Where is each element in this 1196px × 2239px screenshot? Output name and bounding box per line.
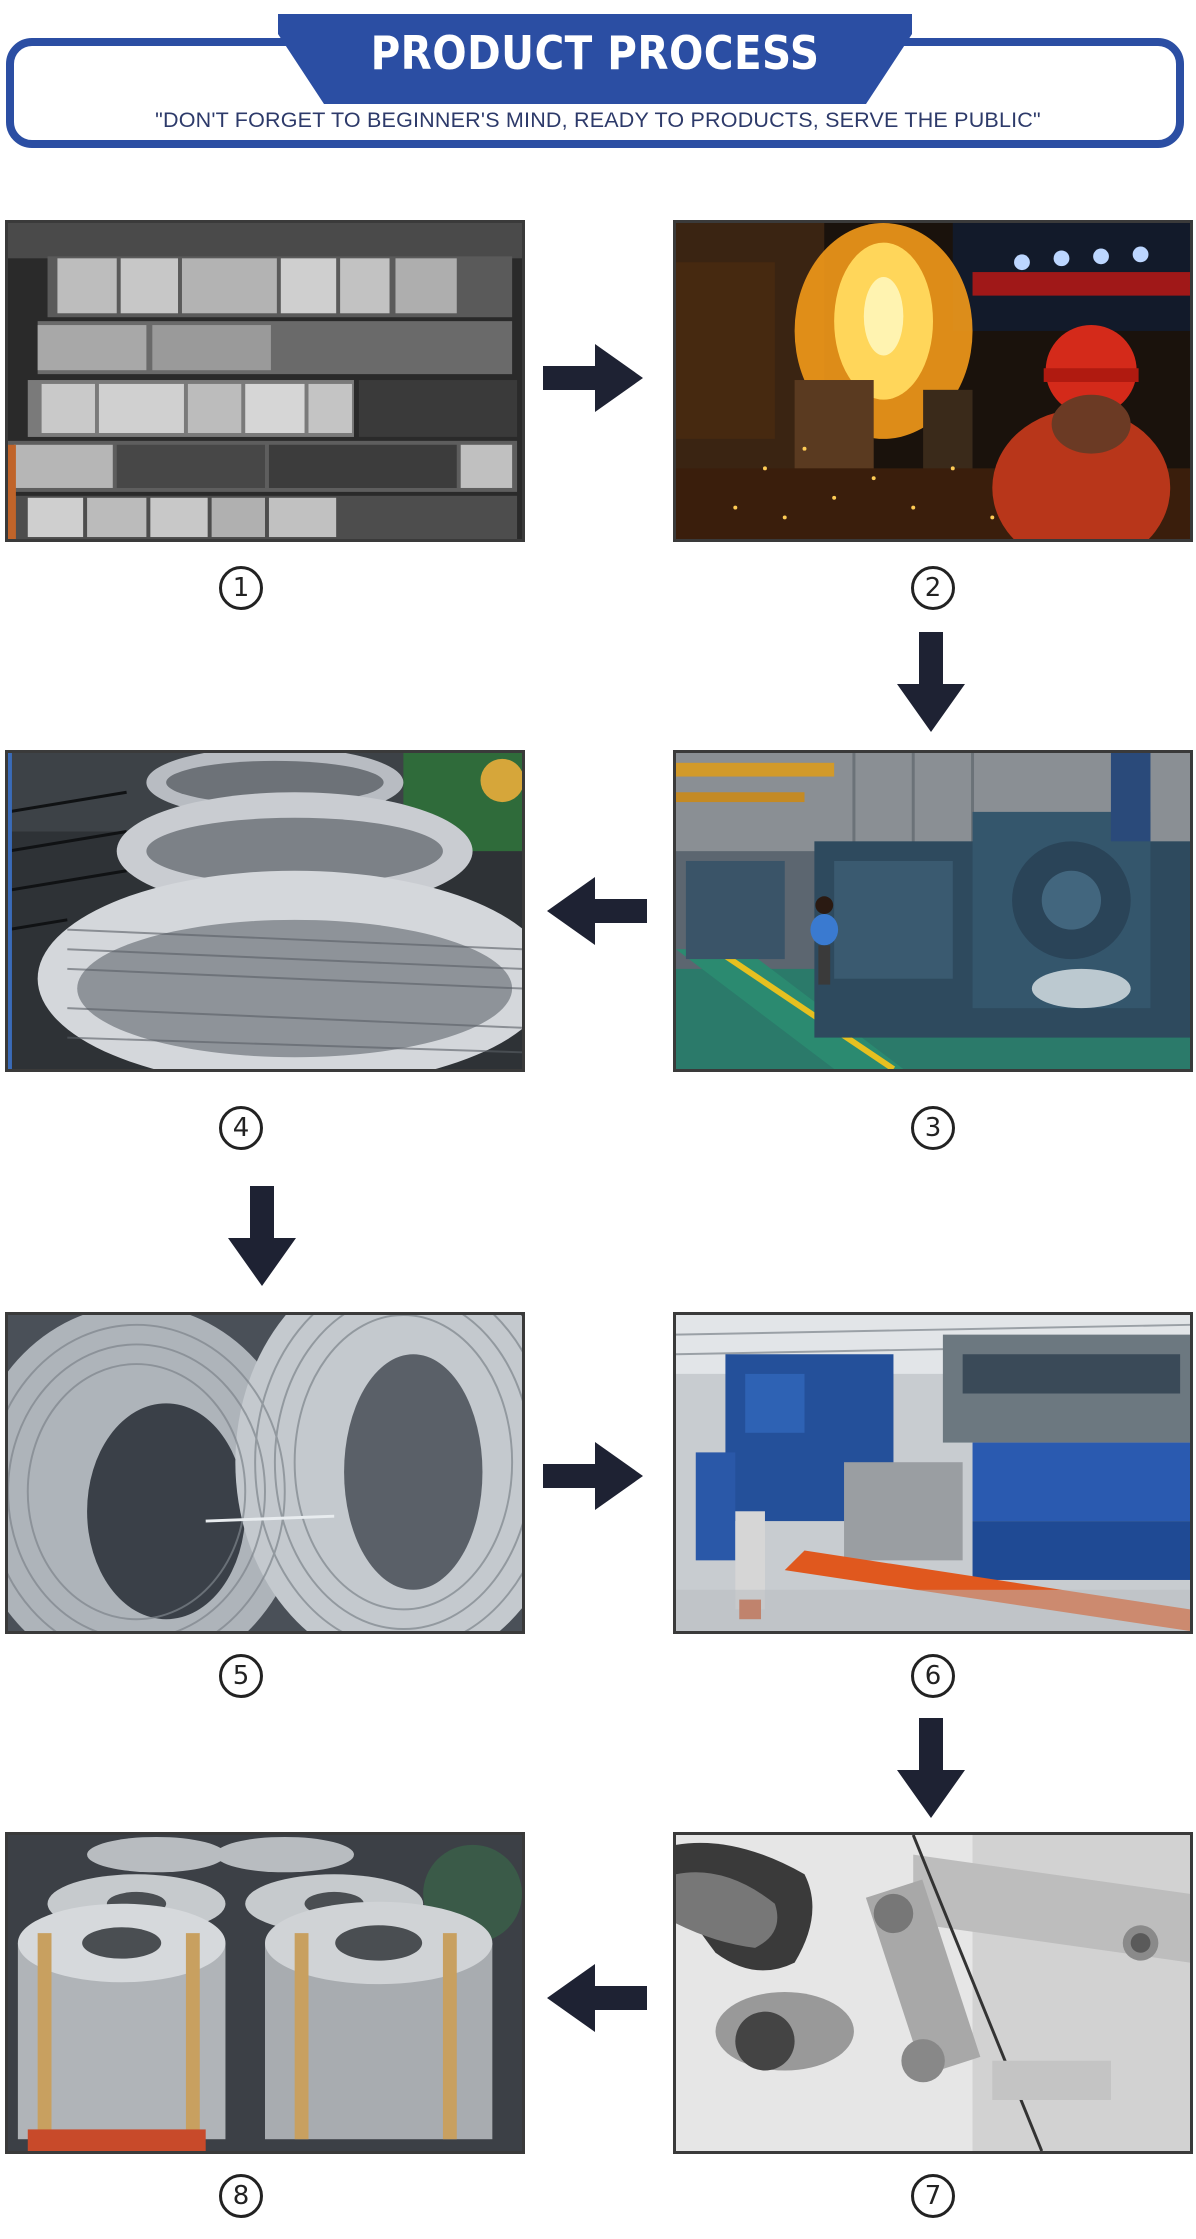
step-number-3: 3 [911, 1106, 955, 1150]
step-number-4: 4 [219, 1106, 263, 1150]
arrow-left-icon [547, 877, 647, 945]
step-1-photo-steel-billets [5, 220, 525, 542]
arrow-left-icon [547, 1964, 647, 2032]
step-number-2: 2 [911, 566, 955, 610]
step-8-photo-packaged-coils [5, 1832, 525, 2154]
arrow-down-icon [228, 1186, 296, 1286]
step-number-8: 8 [219, 2174, 263, 2218]
step-number-7: 7 [911, 2174, 955, 2218]
step-number-1: 1 [219, 566, 263, 610]
step-number-5: 5 [219, 1654, 263, 1698]
step-2-photo-molten-steel [673, 220, 1193, 542]
step-5-photo-galvanized-wire [5, 1312, 525, 1634]
step-number-6: 6 [911, 1654, 955, 1698]
page-title: PRODUCT PROCESS [370, 26, 820, 80]
header-title-tab [278, 14, 912, 104]
arrow-right-icon [543, 1442, 643, 1510]
page-subtitle: "DON'T FORGET TO BEGINNER'S MIND, READY … [155, 108, 1041, 132]
arrow-down-icon [897, 632, 965, 732]
step-3-photo-factory-machinery [673, 750, 1193, 1072]
step-4-photo-wire-coils [5, 750, 525, 1072]
arrow-down-icon [897, 1718, 965, 1818]
arrow-right-icon [543, 344, 643, 412]
step-7-photo-quality-testing [673, 1832, 1193, 2154]
step-6-photo-production-line [673, 1312, 1193, 1634]
